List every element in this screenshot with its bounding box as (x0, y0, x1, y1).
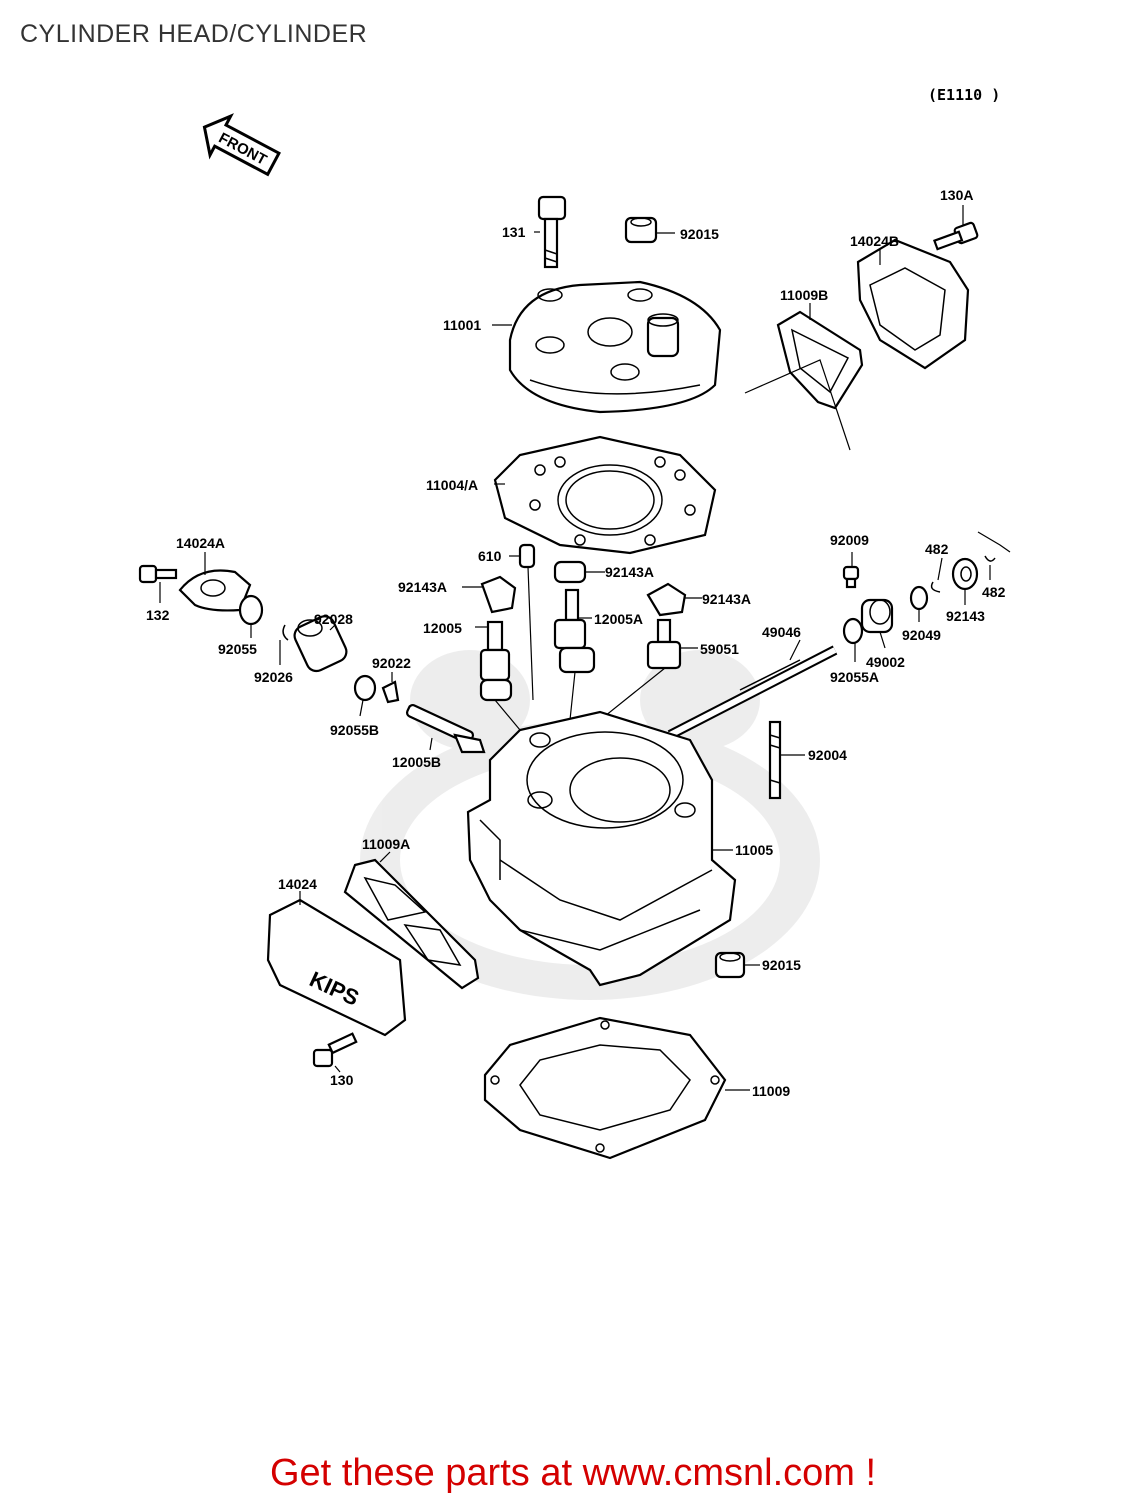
holder-92143A-left[interactable] (480, 575, 517, 614)
valve-12005[interactable] (479, 620, 513, 702)
bolt-132[interactable] (138, 564, 178, 584)
clip-92026[interactable] (282, 624, 289, 641)
kips-cover-14024[interactable]: KIPS (266, 898, 407, 1037)
front-arrow-icon: FRONT (202, 113, 281, 177)
diagram-code: (E1110 ) (928, 86, 1001, 104)
holder-92143[interactable] (951, 557, 979, 591)
label-92143A-right[interactable]: 92143A (702, 591, 751, 607)
label-92055A[interactable]: 92055A (830, 669, 879, 685)
valve-92028[interactable] (291, 613, 349, 674)
label-14024[interactable]: 14024 (278, 876, 317, 892)
plate-92022[interactable] (381, 680, 400, 704)
label-12005A[interactable]: 12005A (594, 611, 643, 627)
label-49002[interactable]: 49002 (866, 654, 905, 670)
label-610[interactable]: 610 (478, 548, 502, 564)
clip-482-right[interactable] (984, 555, 996, 562)
cylinder-11005[interactable] (466, 710, 737, 987)
nut-92015-top[interactable] (624, 216, 658, 244)
label-11005[interactable]: 11005 (735, 842, 773, 858)
label-92004[interactable]: 92004 (808, 747, 847, 763)
label-92143[interactable]: 92143 (946, 608, 985, 624)
label-92026[interactable]: 92026 (254, 669, 293, 685)
label-92049[interactable]: 92049 (902, 627, 941, 643)
label-130[interactable]: 130 (330, 1072, 354, 1088)
label-92022[interactable]: 92022 (372, 655, 411, 671)
label-92015-bottom[interactable]: 92015 (762, 957, 801, 973)
label-92028[interactable]: 92028 (314, 611, 353, 627)
label-14024A[interactable]: 14024A (176, 535, 225, 551)
label-11004A[interactable]: 11004/A (426, 477, 478, 493)
shaft-12005B[interactable] (405, 703, 486, 754)
washer-92049[interactable] (909, 585, 929, 611)
o-ring-92055B[interactable] (353, 674, 377, 702)
nut-92015-bottom[interactable] (714, 951, 746, 979)
label-92009[interactable]: 92009 (830, 532, 869, 548)
label-59051[interactable]: 59051 (700, 641, 739, 657)
label-11001[interactable]: 11001 (443, 317, 481, 333)
part-labels: 131 92015 130A 14024B 11009B 11001 11004… (146, 187, 1006, 1099)
label-92055[interactable]: 92055 (218, 641, 257, 657)
bolt-130[interactable] (312, 1032, 358, 1068)
label-482-top[interactable]: 482 (925, 541, 949, 557)
o-ring-92055[interactable] (238, 594, 264, 626)
gasket-11009A[interactable] (343, 858, 480, 990)
label-130A[interactable]: 130A (940, 187, 973, 203)
label-11009[interactable]: 11009 (752, 1083, 790, 1099)
holder-92143A-center[interactable] (553, 560, 587, 584)
cylinder-head-11001[interactable] (508, 280, 722, 414)
holder-92143A-right[interactable] (646, 582, 687, 617)
clip-482-left[interactable] (930, 581, 941, 593)
screw-92009[interactable] (842, 565, 860, 589)
gear-59051[interactable] (646, 618, 682, 670)
label-49046[interactable]: 49046 (762, 624, 801, 640)
pin-610[interactable] (518, 543, 536, 569)
leader-lines (159, 205, 1011, 1091)
label-132[interactable]: 132 (146, 607, 170, 623)
exploded-parts-diagram: FRONT (138, 113, 1011, 1160)
label-131[interactable]: 131 (502, 224, 526, 240)
label-482-right[interactable]: 482 (982, 584, 1006, 600)
label-12005B[interactable]: 12005B (392, 754, 441, 770)
rod-49046[interactable] (667, 645, 838, 740)
housing-49002[interactable] (860, 598, 894, 634)
label-92143A-center[interactable]: 92143A (605, 564, 654, 580)
label-12005[interactable]: 12005 (423, 620, 462, 636)
label-92055B[interactable]: 92055B (330, 722, 379, 738)
label-11009B[interactable]: 11009B (780, 287, 828, 303)
label-92015-top[interactable]: 92015 (680, 226, 719, 242)
label-92143A-left[interactable]: 92143A (398, 579, 447, 595)
label-11009A[interactable]: 11009A (362, 836, 410, 852)
base-gasket-11009[interactable] (483, 1016, 727, 1160)
promo-banner[interactable]: Get these parts at www.cmsnl.com ! (269, 1452, 877, 1494)
page-title: CYLINDER HEAD/CYLINDER (20, 20, 368, 48)
cover-14024A[interactable] (178, 569, 252, 612)
bolt-130A[interactable] (933, 221, 979, 251)
cover-14024B[interactable] (856, 238, 970, 370)
valve-12005A[interactable] (553, 588, 596, 674)
head-gasket-11004A[interactable] (493, 435, 717, 555)
bolt-131[interactable] (537, 195, 567, 269)
stud-92004[interactable] (768, 720, 782, 800)
label-14024B[interactable]: 14024B (850, 233, 899, 249)
o-ring-92055A[interactable] (842, 617, 864, 645)
